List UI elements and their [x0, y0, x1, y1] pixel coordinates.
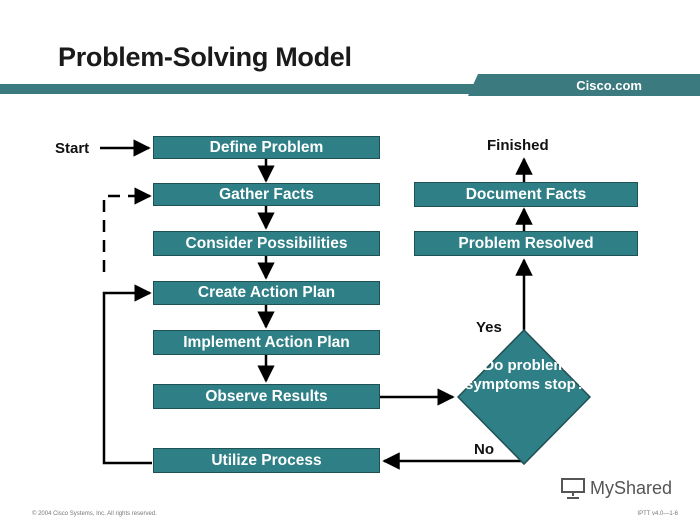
start-label: Start [55, 140, 90, 157]
step-define-problem: Define Problem [153, 136, 380, 159]
slide-title: Problem-Solving Model [58, 42, 352, 72]
yes-label: Yes [476, 319, 502, 336]
footer-copyright: © 2004 Cisco Systems, Inc. All rights re… [32, 511, 157, 517]
step-utilize-process: Utilize Process [153, 448, 380, 473]
step-create-action-plan: Create Action Plan [153, 281, 380, 305]
header-bar [0, 84, 700, 94]
step-problem-resolved: Problem Resolved [414, 231, 638, 256]
step-observe-results: Observe Results [153, 384, 380, 409]
arrow-decision-utilize [382, 452, 526, 470]
watermark: MyShared [560, 477, 672, 499]
arrow-utilize-loop [102, 284, 152, 465]
step-implement-action-plan: Implement Action Plan [153, 330, 380, 355]
no-label: No [474, 441, 494, 458]
footer-reference: IPTT v4.0—1-6 [637, 511, 678, 517]
decision-diamond [456, 328, 592, 466]
header-tab [468, 74, 700, 96]
watermark-text: MyShared [590, 477, 673, 498]
arrow-dashed-gather [102, 187, 152, 272]
brand-label: Cisco.com [576, 78, 642, 93]
step-document-facts: Document Facts [414, 182, 638, 207]
projector-screen-icon [561, 478, 585, 499]
step-consider-possibilities: Consider Possibilities [153, 231, 380, 256]
decision-text: Do problem symptoms stop? [464, 357, 585, 393]
finished-label: Finished [487, 137, 549, 154]
step-gather-facts: Gather Facts [153, 183, 380, 206]
